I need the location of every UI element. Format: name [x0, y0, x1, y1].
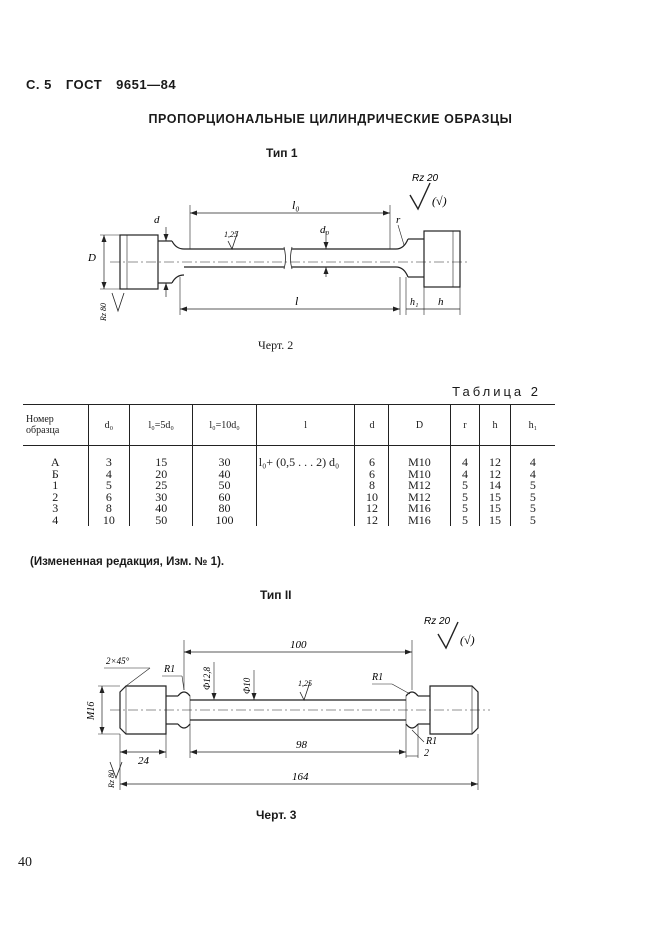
col-header: d	[354, 404, 389, 446]
rz80-label: Rz 80	[107, 770, 116, 789]
page-header: С. 5 ГОСТ 9651—84	[26, 77, 190, 92]
col-header: l₀=5d₀	[129, 404, 193, 446]
d10-label: Ф10	[242, 677, 252, 694]
type2-label: Тип II	[260, 588, 292, 602]
h1-label: h₁	[410, 297, 418, 308]
col-header: h	[479, 404, 511, 446]
rz20-sub: (√)	[432, 194, 447, 208]
m16-label: М16	[86, 702, 97, 721]
standard-name: ГОСТ	[65, 77, 103, 92]
D-label: D	[87, 252, 96, 264]
type1-caption: Черт. 2	[258, 338, 294, 352]
d-label: d	[154, 214, 160, 226]
col-header: d₀	[87, 404, 130, 446]
type2-caption: Черт. 3	[256, 808, 297, 822]
h-label: h	[438, 296, 444, 308]
surf-label: 1,25	[224, 230, 238, 239]
r1-right-label: R1	[371, 672, 383, 683]
type1-label: Тип 1	[266, 146, 298, 160]
page-number: 40	[18, 855, 32, 870]
l0-label: l₀	[292, 198, 300, 212]
col-header: l₀=10d₀	[192, 404, 257, 446]
col-header: Номер образца	[23, 404, 89, 446]
col-header: r	[449, 404, 480, 446]
type2-drawing: 2×45° R1 R1 R1 Ф12,8 Ф10 100 1,25 М16 24…	[86, 616, 490, 790]
rz20-label: Rz 20	[424, 616, 451, 627]
rz20-label: Rz 20	[412, 173, 439, 184]
d0-label: d₀	[320, 224, 330, 236]
page-ref: С. 5	[26, 77, 52, 92]
d128-label: Ф12,8	[202, 667, 212, 690]
right-head	[423, 230, 461, 288]
len2-label: 2	[424, 748, 429, 759]
rz80-label: Rz 80	[99, 303, 108, 322]
page-title: ПРОПОРЦИОНАЛЬНЫЕ ЦИЛИНДРИЧЕСКИЕ ОБРАЗЦЫ	[148, 112, 513, 126]
col-header: h₁	[509, 404, 555, 446]
len100-label: 100	[290, 639, 307, 651]
r1-left-label: R1	[163, 664, 175, 675]
l-label: l	[295, 294, 299, 308]
revision-note: (Измененная редакция, Изм. № 1).	[30, 556, 225, 568]
table-header-row: Номер образца d₀ l₀=5d₀ l₀=10d₀ l d D r …	[23, 404, 555, 446]
col-header: l	[255, 404, 355, 446]
len98-label: 98	[296, 739, 308, 751]
standard-number: 9651—84	[116, 77, 177, 92]
table-label: Таблица 2	[452, 384, 541, 399]
col-header: D	[388, 404, 451, 446]
r-label: r	[396, 214, 401, 226]
surf-label: 1,25	[298, 679, 312, 688]
r1-bottom-label: R1	[425, 736, 437, 747]
type1-drawing: l₀ l d d₀ D r h h₁ 1,25 Rz 80 Rz 20 (√)	[87, 173, 470, 322]
len24-label: 24	[138, 755, 150, 767]
len164-label: 164	[292, 771, 309, 783]
rz20-sub: (√)	[460, 633, 475, 647]
chamfer-label: 2×45°	[106, 656, 130, 666]
table-2: Номер образца d₀ l₀=5d₀ l₀=10d₀ l d D r …	[23, 404, 555, 526]
